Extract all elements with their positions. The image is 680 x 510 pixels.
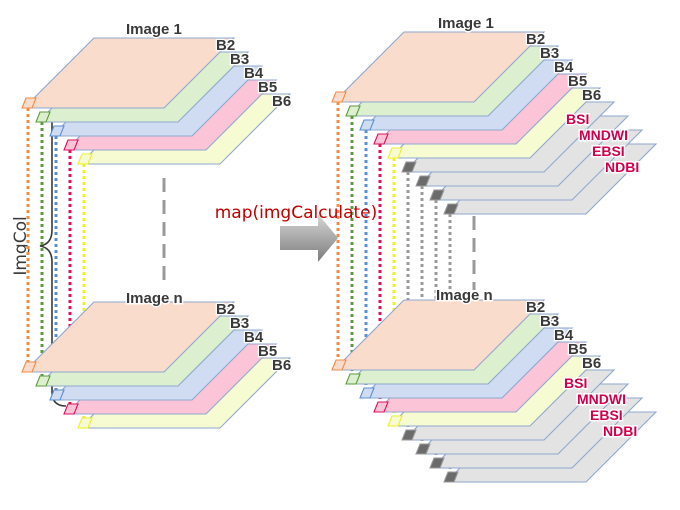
- left-image-n-marker-b5: [63, 403, 79, 415]
- right-image-n-label-mndwi: MNDWI: [577, 391, 626, 407]
- right-image-1-marker-ebsi: [429, 189, 445, 201]
- left-image-n-marker-b6: [77, 417, 93, 429]
- image-n-label-left: Image n: [126, 290, 183, 307]
- right-image-n-marker-b4: [359, 387, 375, 399]
- right-image-n-marker-ndbi: [443, 471, 459, 483]
- right-image-1-label-ndbi: NDBI: [605, 159, 639, 175]
- right-image-n-marker-bsi: [401, 429, 417, 441]
- left-image-1-layer-b2: [22, 37, 236, 109]
- left-image-n-marker-b3: [35, 375, 51, 387]
- left-image-n-label-b5: B5: [258, 343, 277, 360]
- right-image-1-marker-b2: [331, 91, 347, 103]
- right-image-1-marker-b6: [387, 147, 403, 159]
- left-image-1-marker-b2: [21, 97, 37, 109]
- right-image-1-label-b3: B3: [540, 45, 559, 62]
- right-image-1-marker-b5: [373, 133, 389, 145]
- left-image-n-label-b4: B4: [244, 329, 264, 346]
- image-stacks: B2B3B4B5B6B2B3B4B5B6B2B3B4B5B6B2B3B4B5B6…: [21, 30, 658, 483]
- right-image-n-marker-b5: [373, 401, 389, 413]
- collection-label: ImgCol: [11, 216, 31, 275]
- right-image-1-marker-bsi: [401, 161, 417, 173]
- right-image-n-label-b2: B2: [526, 299, 545, 316]
- image-n-label-right: Image n: [436, 287, 493, 304]
- left-image-1-marker-b3: [35, 111, 51, 123]
- right-image-n-marker-b2: [331, 359, 347, 371]
- right-image-n-layer-b2: [332, 299, 546, 371]
- left-image-1-marker-b6: [77, 153, 93, 165]
- left-image-1-label-b4: B4: [244, 65, 264, 82]
- right-image-n-label-b5: B5: [568, 341, 587, 358]
- left-image-n-label-b3: B3: [230, 315, 249, 332]
- right-image-n-marker-b3: [345, 373, 361, 385]
- right-image-1-marker-b3: [345, 105, 361, 117]
- left-image-1-marker-b5: [63, 139, 79, 151]
- right-image-n-label-b6: B6: [582, 355, 601, 372]
- left-image-1-marker-b4: [49, 125, 65, 137]
- right-image-n-marker-ebsi: [429, 457, 445, 469]
- left-image-n-layer-b2: [22, 301, 236, 373]
- left-image-1-label-b6: B6: [272, 93, 291, 110]
- right-image-1-label-bsi: BSI: [566, 111, 589, 127]
- image-1-label-left: Image 1: [126, 21, 182, 38]
- operation-label: map(imgCalculate): [215, 203, 378, 223]
- right-image-1-label-mndwi: MNDWI: [579, 127, 628, 143]
- right-image-1-marker-mndwi: [415, 175, 431, 187]
- map-arrow: [280, 214, 338, 262]
- right-image-1-label-b4: B4: [554, 59, 574, 76]
- right-image-n-label-ndbi: NDBI: [603, 423, 637, 439]
- right-image-1-label-b5: B5: [568, 73, 587, 90]
- right-image-1-layer-b2: [332, 31, 546, 103]
- right-image-n-label-ebsi: EBSI: [590, 407, 623, 423]
- right-image-n-label-b4: B4: [554, 327, 574, 344]
- right-image-1-label-b2: B2: [526, 31, 545, 48]
- right-image-1-marker-ndbi: [443, 203, 459, 215]
- left-image-n-label-b6: B6: [272, 357, 291, 374]
- right-image-1-label-ebsi: EBSI: [592, 143, 625, 159]
- right-image-n-label-bsi: BSI: [564, 375, 587, 391]
- right-image-1-marker-b4: [359, 119, 375, 131]
- left-image-n-label-b2: B2: [216, 301, 235, 318]
- image-1-label-right: Image 1: [438, 15, 494, 32]
- right-image-n-marker-mndwi: [415, 443, 431, 455]
- left-image-1-label-b3: B3: [230, 51, 249, 68]
- right-image-n-marker-b6: [387, 415, 403, 427]
- left-image-1-label-b5: B5: [258, 79, 277, 96]
- left-image-n-marker-b2: [21, 361, 37, 373]
- right-image-n-label-b3: B3: [540, 313, 559, 330]
- right-image-1-label-b6: B6: [582, 87, 601, 104]
- left-image-n-marker-b4: [49, 389, 65, 401]
- left-image-1-label-b2: B2: [216, 37, 235, 54]
